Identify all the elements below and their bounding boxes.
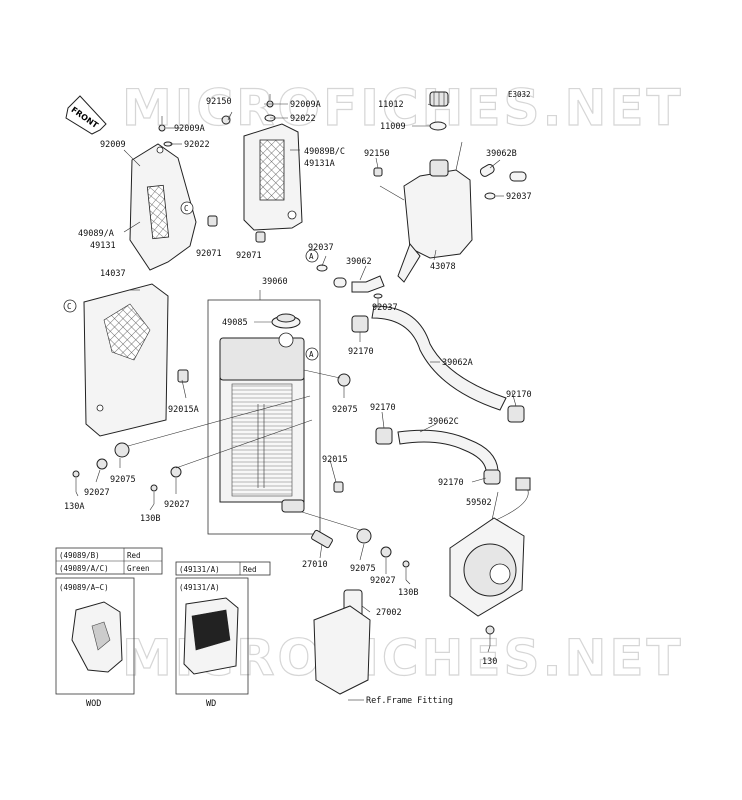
left-shroud [129, 143, 197, 271]
label-11009: 11009 [380, 122, 406, 132]
hose-39062 [333, 275, 385, 293]
label-43078: 43078 [430, 262, 456, 272]
label-59502: 59502 [466, 498, 492, 508]
variant-right-caption: WD [206, 699, 216, 709]
label-92009-left: 92009 [100, 140, 126, 150]
color-table-right: (49131/A) Red [175, 561, 271, 576]
label-92170-c: 92170 [370, 403, 396, 413]
radiator-group-frame [207, 299, 321, 535]
label-11012: 11012 [378, 100, 404, 110]
label-92022-top: 92022 [290, 114, 316, 124]
label-92022-left: 92022 [184, 140, 210, 150]
label-92150-top: 92150 [206, 97, 232, 107]
variant-left-caption: WOD [86, 699, 101, 709]
label-39060: 39060 [262, 277, 288, 287]
callout-a-text-1: A [309, 252, 314, 261]
callout-a-radiator [305, 347, 319, 361]
label-92170-a: 92170 [348, 347, 374, 357]
label-92037-tank: 92037 [506, 192, 532, 202]
variant-left-title: (49089/A~C) [59, 583, 109, 592]
leader-lines [75, 103, 517, 701]
label-49089a: 49089/A [78, 229, 114, 239]
variant-box-right: (49131/A) WD [175, 577, 249, 709]
callout-a-text-2: A [309, 350, 314, 359]
radiator-cap [271, 313, 301, 329]
hose-39062b [479, 163, 527, 182]
label-39062c: 39062C [428, 417, 459, 427]
label-130b-low: 130B [398, 588, 418, 598]
label-92015a: 92015A [168, 405, 199, 415]
watermark-top: MICROFICHES.NET [122, 79, 684, 137]
reservoir-tank [379, 141, 473, 283]
label-92027-mid: 92027 [164, 500, 190, 510]
front-arrow-icon: FRONT [65, 95, 107, 135]
label-92071-a: 92071 [196, 249, 222, 259]
radiator [219, 332, 305, 513]
label-92009a-left: 92009A [174, 124, 205, 134]
label-92170-b: 92170 [506, 390, 532, 400]
callout-c-text-1: C [184, 204, 189, 213]
label-92170-d: 92170 [438, 478, 464, 488]
label-92071-b: 92071 [236, 251, 262, 261]
label-27002: 27002 [376, 608, 402, 618]
callout-c-guard [63, 299, 77, 313]
hose-39062c [375, 427, 501, 485]
color-table-left: (49089/B) Red (49089/A/C) Green [55, 547, 163, 575]
label-92027-low: 92027 [370, 576, 396, 586]
label-39062a: 39062A [442, 358, 473, 368]
label-130b-left: 130B [140, 514, 160, 524]
fasteners [72, 94, 496, 646]
relay-bracket [313, 589, 371, 695]
label-14037: 14037 [100, 269, 126, 279]
right-shroud [243, 123, 303, 231]
label-49085: 49085 [222, 318, 248, 328]
part-labels: 92150 92009A 92022 92009A 92009 92022 49… [64, 97, 532, 706]
label-92027-left: 92027 [84, 488, 110, 498]
label-92075-mid: 92075 [332, 405, 358, 415]
tank-cap [429, 91, 449, 107]
callout-c-text-2: C [67, 302, 72, 311]
label-39062: 39062 [346, 257, 372, 267]
callout-c-left-shroud [180, 201, 194, 215]
variant-box-left: (49089/A~C) WOD [55, 577, 135, 709]
hose-39062a [351, 305, 525, 423]
color-row-2-part: (49089/A/C) [59, 564, 109, 573]
label-ref-frame: Ref.Frame Fitting [366, 696, 453, 706]
diagram-code: E3032 [508, 90, 531, 99]
label-92009a-top: 92009A [290, 100, 321, 110]
label-130a: 130A [64, 502, 84, 512]
tank-seal [429, 121, 447, 131]
label-49131: 49131 [90, 241, 116, 251]
label-27010: 27010 [302, 560, 328, 570]
callout-a-top [305, 249, 319, 263]
color-row-1-part: (49089/B) [59, 551, 100, 560]
color-row-1-color: Red [127, 551, 141, 560]
label-92037-mid: 92037 [308, 243, 334, 253]
label-49089bc: 49089B/C [304, 147, 345, 157]
cooling-fan [449, 477, 531, 617]
label-92015: 92015 [322, 455, 348, 465]
label-92150-tank: 92150 [364, 149, 390, 159]
variant-right-title: (49131/A) [179, 583, 220, 592]
color-row-3-color: Red [243, 565, 257, 574]
label-92075-left: 92075 [110, 475, 136, 485]
color-row-2-color: Green [127, 564, 150, 573]
label-130: 130 [482, 657, 497, 667]
label-49131a-right: 49131A [304, 159, 335, 169]
label-39062b: 39062B [486, 149, 517, 159]
color-row-3-part: (49131/A) [179, 565, 220, 574]
radiator-guard [83, 283, 169, 437]
fan-switch [311, 529, 333, 549]
label-92075-low: 92075 [350, 564, 376, 574]
label-92037-low: 92037 [372, 303, 398, 313]
